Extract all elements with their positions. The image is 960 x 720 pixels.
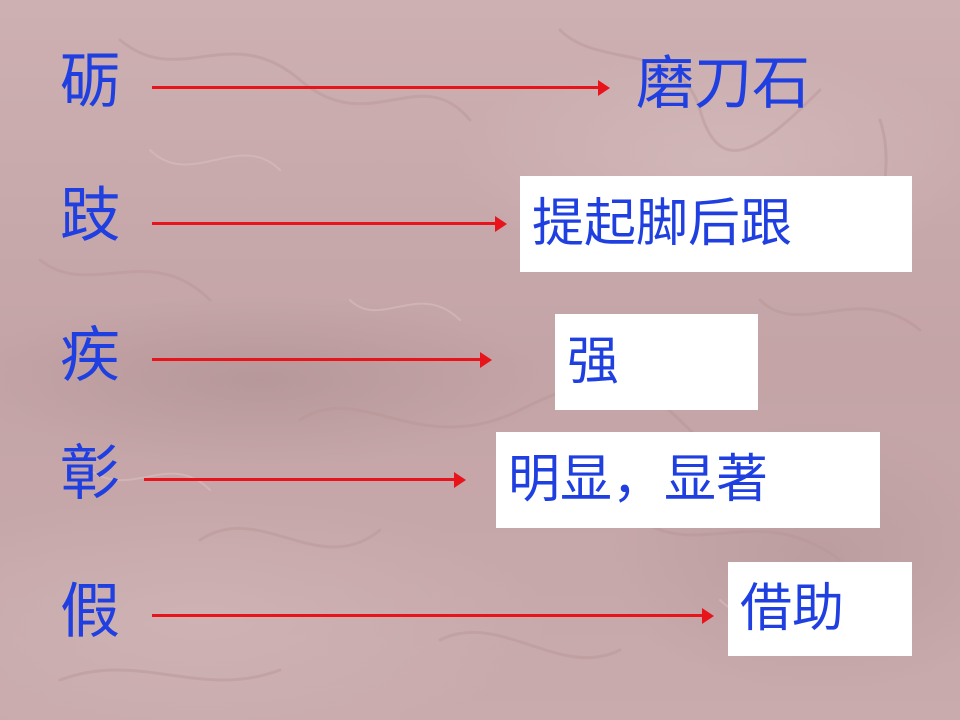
term-zhang: 彰 [60,439,120,509]
term-ji: 疾 [60,321,120,391]
definition-li: 磨刀石 [636,49,811,117]
arrow-row-1 [152,80,610,96]
term-li: 砺 [60,47,120,117]
term-qi: 跂 [60,181,120,251]
arrow-row-3 [152,352,492,368]
arrow-row-2 [152,216,507,232]
term-jia: 假 [60,577,120,647]
definition-jia: 借助 [728,562,912,656]
arrow-row-4 [144,472,466,488]
definition-ji: 强 [555,314,758,410]
arrow-row-5 [152,608,714,624]
definition-zhang: 明显，显著 [496,432,880,528]
definition-qi: 提起脚后跟 [520,176,912,272]
